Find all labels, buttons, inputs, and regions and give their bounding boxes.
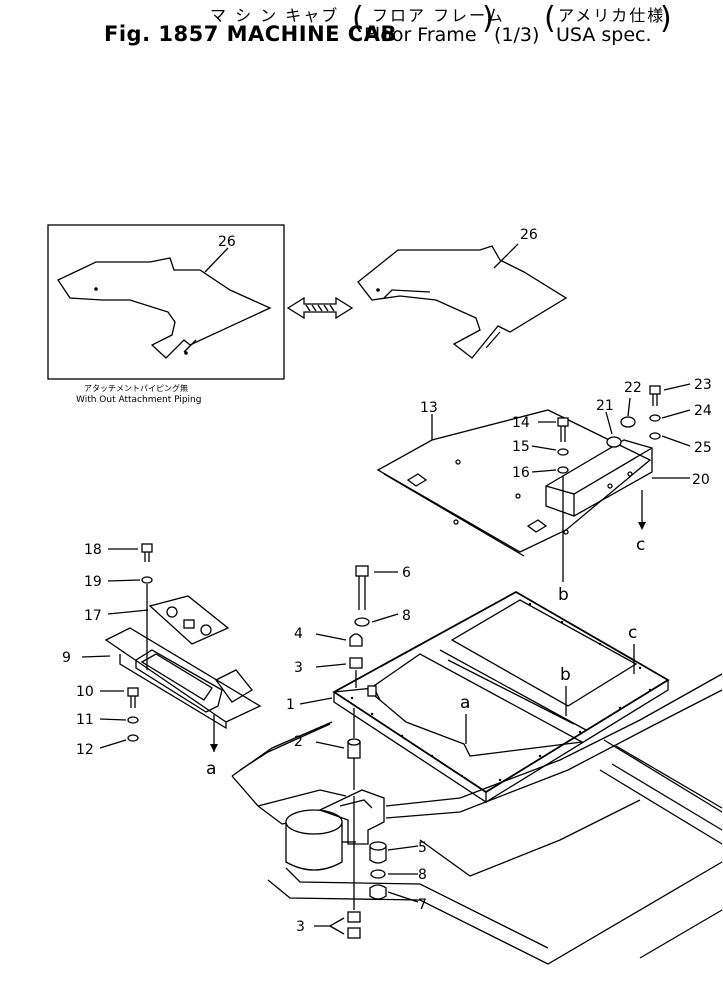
label-14: 14	[512, 415, 530, 431]
bolt-6-washer-8: 6 8	[354, 565, 411, 627]
base-deck	[231, 673, 723, 965]
paren-open-1: (	[352, 1, 364, 36]
label-25: 25	[694, 440, 712, 456]
console-cover-assembly: 18 19 17 9 10 11 12 a	[62, 542, 262, 779]
floor-plate-26: 26	[357, 227, 568, 359]
title-block: マ シ ン キャブ フロア フレーム アメリカ仕様 Fig. 1857 MACH…	[0, 0, 723, 60]
figure-title: Fig. 1857 MACHINE CAB	[104, 22, 397, 46]
ref-c-frame: c	[628, 623, 637, 643]
label-13: 13	[420, 400, 438, 416]
label-23: 23	[694, 377, 712, 393]
page-indicator: (1/3)	[494, 24, 540, 46]
title-jp-floor-frame: フロア フレーム	[372, 6, 505, 25]
label-11: 11	[76, 712, 94, 728]
bolt-stack-23-25: 23 24 25 c	[636, 377, 712, 555]
inset-floor-plate	[57, 257, 272, 359]
label-26: 26	[520, 227, 538, 243]
label-2: 2	[294, 734, 303, 750]
label-9: 9	[62, 650, 71, 666]
label-7: 7	[418, 897, 427, 913]
label-20: 20	[692, 472, 710, 488]
bracket-20: 20	[545, 439, 710, 517]
cover-plate-13: 13	[376, 400, 652, 557]
inset-part-number: 26	[218, 234, 236, 250]
ref-a-left: a	[206, 759, 216, 779]
label-5: 5	[418, 840, 427, 856]
label-18: 18	[84, 542, 102, 558]
plugs-21-22: 21 22	[596, 380, 642, 448]
label-16: 16	[512, 465, 530, 481]
inset-caption-jp: アタッチメントパイピング無	[84, 383, 188, 393]
inset-hole	[94, 287, 98, 291]
paren-close-2: )	[660, 1, 672, 36]
paren-close-1: )	[482, 1, 494, 36]
label-15: 15	[512, 439, 530, 455]
label-4: 4	[294, 626, 303, 642]
inset-hole-2	[184, 351, 188, 355]
label-3: 3	[294, 660, 303, 676]
label-21: 21	[596, 398, 614, 414]
label-6: 6	[402, 565, 411, 581]
inset-border	[47, 224, 285, 380]
floor-frame-1: 1 a b c	[286, 590, 670, 804]
label-3-lower: 3	[296, 919, 305, 935]
title-jp-usa: アメリカ仕様	[558, 6, 666, 25]
ref-c-upper: c	[636, 535, 645, 555]
inset-leader	[204, 247, 229, 273]
label-24: 24	[694, 403, 712, 419]
paren-open-2: (	[544, 1, 556, 36]
label-22: 22	[624, 380, 642, 396]
cap-4-nut-3: 4 3	[294, 626, 363, 688]
usa-spec-label: USA spec.	[556, 24, 652, 46]
label-1: 1	[286, 697, 295, 713]
title-jp-machine-cab: マ シ ン キャブ	[210, 6, 340, 25]
lower-mount-stack: 5 8 7 3	[296, 796, 427, 939]
bolt-stack-14-16: 14 15 16 b	[512, 415, 569, 605]
ref-a-frame: a	[460, 693, 470, 713]
inset-caption-en: With Out Attachment Piping	[76, 395, 201, 405]
ref-b-frame: b	[560, 665, 571, 685]
interchange-arrow	[286, 296, 354, 320]
label-12: 12	[76, 742, 94, 758]
floor-frame-label: Floor Frame	[364, 24, 477, 46]
label-10: 10	[76, 684, 94, 700]
label-8: 8	[402, 608, 411, 624]
inset-panel: 26 アタッチメントパイピング無 With Out Attachment Pip…	[47, 224, 285, 405]
inset-slot	[183, 339, 197, 353]
label-19: 19	[84, 574, 102, 590]
label-8-lower: 8	[418, 867, 427, 883]
mount-2: 2	[294, 708, 361, 790]
label-17: 17	[84, 608, 102, 624]
ref-b-upper: b	[558, 585, 569, 605]
